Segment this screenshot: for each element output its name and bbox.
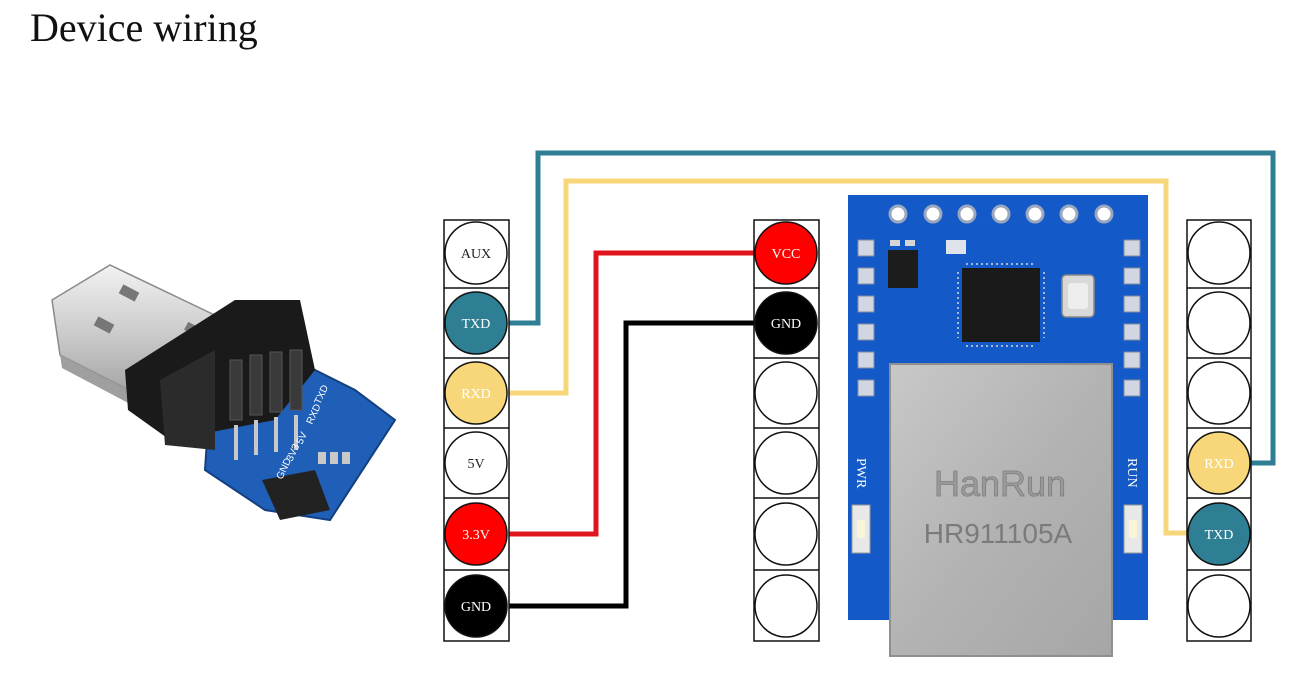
pin-gnd xyxy=(754,291,818,355)
pin-empty xyxy=(754,431,818,495)
ethernet-module: HanRun HR911105A PWR RUN xyxy=(848,195,1148,657)
middle-header: VCC GND xyxy=(753,219,820,642)
top-pin-holes xyxy=(888,204,1114,224)
pin-label: TXD xyxy=(462,317,491,332)
pin-rxd xyxy=(444,361,508,425)
pin-empty xyxy=(1187,291,1251,355)
run-led-label: RUN xyxy=(1124,458,1139,488)
pin-txd xyxy=(444,291,508,355)
pin-vcc xyxy=(754,221,818,285)
pin-3v3 xyxy=(444,502,508,566)
pin-label: RXD xyxy=(1204,457,1234,472)
usb-to-ttl-adapter: TXD RXD 5V 3V3 GND xyxy=(51,264,397,522)
wire-gnd-to-gnd xyxy=(509,320,754,609)
pin-empty xyxy=(754,574,818,638)
pin-empty xyxy=(1187,221,1251,285)
wire-3v3-to-vcc xyxy=(509,250,754,537)
wires xyxy=(509,150,1276,609)
pin-empty xyxy=(754,502,818,566)
wire-txd-to-rxd xyxy=(509,150,1276,466)
pin-label: AUX xyxy=(461,247,491,262)
pin-empty xyxy=(754,361,818,425)
pin-aux xyxy=(444,221,508,285)
module-chip xyxy=(962,268,1040,342)
jack-brand-label: HanRun xyxy=(934,463,1066,504)
pin-label: TXD xyxy=(1205,528,1234,543)
pin-label: 3.3V xyxy=(462,528,490,543)
pin-label: GND xyxy=(461,600,491,615)
right-header: RXD TXD xyxy=(1186,219,1252,642)
pin-gnd xyxy=(444,574,508,638)
wire-rxd-to-txd xyxy=(509,178,1187,536)
page-title: Device wiring xyxy=(30,5,258,50)
adapter-chip xyxy=(262,470,330,520)
silk-label: 5V xyxy=(295,430,310,446)
jack-model-label: HR911105A xyxy=(924,518,1073,549)
pin-empty xyxy=(1187,574,1251,638)
rj45-jack xyxy=(889,363,1113,657)
pin-label: GND xyxy=(771,317,801,332)
pwr-led-label: PWR xyxy=(853,458,868,489)
pin-txd xyxy=(1187,502,1251,566)
pin-5v xyxy=(444,431,508,495)
left-header: AUX TXD RXD 5V 3.3V GND xyxy=(443,219,510,642)
pin-rxd xyxy=(1187,431,1251,495)
pin-label: VCC xyxy=(772,247,801,262)
pin-label: RXD xyxy=(461,387,491,402)
pin-empty xyxy=(1187,361,1251,425)
pin-label: 5V xyxy=(467,457,484,472)
